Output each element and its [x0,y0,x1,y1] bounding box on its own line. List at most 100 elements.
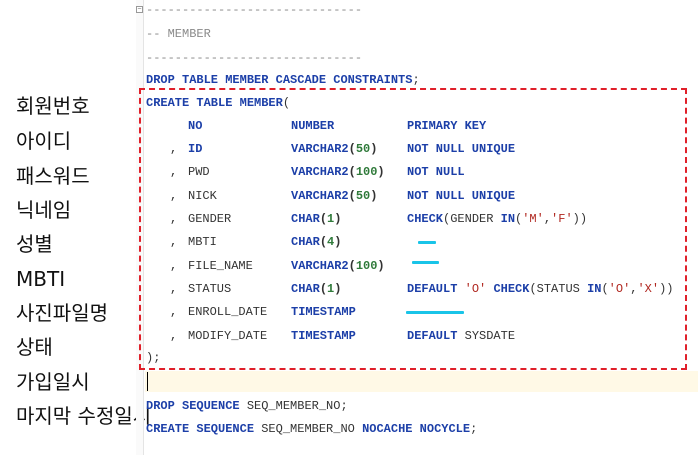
column-name: MBTI [188,235,217,249]
type-size: 4 [327,235,335,249]
column-prefix: , [170,165,185,179]
constraint-keyword: DEFAULT [407,329,458,343]
column-prefix: , [170,329,185,343]
label-gender: 성별 [16,232,53,256]
type-name: CHAR [291,235,320,249]
label-file-name: 사진파일명 [16,301,108,325]
type-name: VARCHAR2 [291,259,349,273]
column-prefix: , [170,142,185,156]
label-password: 패스워드 [16,164,90,188]
keyword: NOCACHE NOCYCLE [362,422,471,436]
column-name: FILE_NAME [188,259,253,273]
type-size: 50 [355,142,371,156]
column-constraint: DEFAULT SYSDATE [407,328,515,344]
code-line-close: ); [146,351,161,365]
type-size: 1 [327,282,335,296]
type-name: VARCHAR2 [291,165,349,179]
keyword: DROP SEQUENCE [146,399,240,413]
keyword: CREATE SEQUENCE [146,422,255,436]
code-line-drop-sequence: DROP SEQUENCE SEQ_MEMBER_NO; [146,399,348,413]
column-name: NICK [188,189,217,203]
column-type: TIMESTAMP [291,304,356,320]
type-name: VARCHAR2 [291,142,349,156]
code-line-drop-table: DROP TABLE MEMBER CASCADE CONSTRAINTS; [146,73,420,87]
column-prefix [170,118,184,134]
column-constraint: NOT NULL UNIQUE [407,188,515,204]
column-prefix: , [170,259,185,273]
label-status: 상태 [16,335,53,359]
sequence-name: SEQ_MEMBER_NO [246,399,341,413]
column-constraint: PRIMARY KEY [407,118,486,134]
column-name: ID [188,142,203,156]
constraint-keyword: PRIMARY KEY [407,119,487,133]
label-enroll-date: 가입일시 [16,370,90,394]
type-name: VARCHAR2 [291,189,349,203]
label-id: 아이디 [16,129,72,153]
column-type: CHAR(4) [291,235,342,249]
type-name: TIMESTAMP [291,305,356,319]
column-name: PWD [188,165,210,179]
table-name: MEMBER [225,73,269,87]
column-type: TIMESTAMP [291,328,356,344]
constraint-detail: (GENDER IN('M','F')) [443,212,588,226]
type-size: 100 [355,259,378,273]
column-type: VARCHAR2(100) [291,165,385,179]
code-line-separator-top: ------------------------------ [146,3,363,17]
cyan-marker [412,261,439,264]
label-member-no: 회원번호 [16,94,90,118]
column-constraint: NOT NULL [407,164,465,180]
sequence-name: SEQ_MEMBER_NO [261,422,355,436]
label-modify-date: 마지막 수정일시 [16,404,152,428]
keyword: DROP TABLE [146,73,219,87]
column-prefix: , [170,212,185,226]
type-size: 100 [355,165,378,179]
code-line-comment: -- MEMBER [146,27,211,41]
constraint-keyword: DEFAULT [407,282,458,296]
constraint-keyword: NOT NULL UNIQUE [407,189,516,203]
column-name: MODIFY_DATE [188,329,268,343]
constraint-keyword: NOT NULL UNIQUE [407,142,516,156]
column-type: VARCHAR2(50) [291,189,378,203]
code-line-create-table: CREATE TABLE MEMBER( [146,96,291,110]
column-type: CHAR(1) [291,282,342,296]
column-constraint: CHECK(GENDER IN('M','F')) [407,211,587,227]
column-type: NUMBER [291,118,334,134]
constraint-keyword: CHECK [407,212,444,226]
korean-label-column: 회원번호 아이디 패스워드 닉네임 성별 MBTI 사진파일명 상태 가입일시 … [0,0,151,455]
constraint-detail: SYSDATE [464,329,516,343]
column-prefix: , [170,282,185,296]
keyword: CREATE TABLE [146,96,233,110]
type-size: 50 [355,189,371,203]
column-type: VARCHAR2(50) [291,142,378,156]
label-mbti: MBTI [16,267,66,291]
label-nickname: 닉네임 [16,198,72,222]
constraint-keyword: NOT NULL [407,165,465,179]
column-prefix: , [170,305,185,319]
type-name: TIMESTAMP [291,329,356,343]
type-name: NUMBER [291,119,335,133]
cyan-marker [406,311,464,314]
constraint-detail: 'O' CHECK(STATUS IN('O','X')) [464,282,674,296]
table-name: MEMBER [239,96,283,110]
column-constraint: NOT NULL UNIQUE [407,141,515,157]
column-prefix: , [170,235,185,249]
column-name: ENROLL_DATE [188,305,268,319]
column-type: VARCHAR2(100) [291,259,385,273]
type-name: CHAR [291,212,320,226]
column-prefix: , [170,189,185,203]
editor-gutter [136,0,144,455]
code-line-separator-mid: ------------------------------ [146,51,363,65]
cyan-marker [418,241,436,244]
keyword: CASCADE CONSTRAINTS [275,73,413,87]
code-line-create-sequence: CREATE SEQUENCE SEQ_MEMBER_NO NOCACHE NO… [146,422,478,436]
fold-toggle-icon[interactable]: − [136,6,143,14]
column-constraint: DEFAULT 'O' CHECK(STATUS IN('O','X')) [407,281,674,297]
type-name: CHAR [291,282,320,296]
column-name: NO [188,119,203,133]
column-name: STATUS [188,282,232,296]
current-line-highlight [145,371,698,392]
text-caret [147,372,148,391]
sql-code-editor[interactable]: − ------------------------------ -- MEMB… [136,0,698,455]
column-name: GENDER [188,212,232,226]
column-type: CHAR(1) [291,212,342,226]
